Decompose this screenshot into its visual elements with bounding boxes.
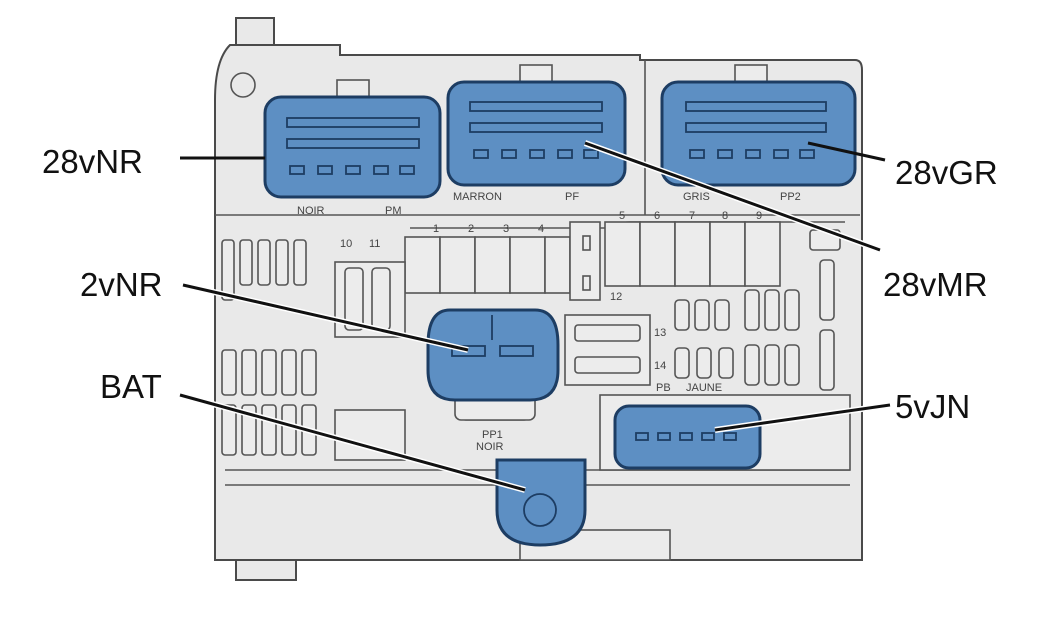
connector-color-label: MARRON — [453, 191, 502, 203]
battery-terminal — [495, 458, 587, 547]
connector-color-label: GRIS — [683, 191, 710, 203]
callout-BAT: BAT — [100, 368, 162, 405]
connector-code-label: PP1 — [482, 429, 503, 441]
callout-2vNR: 2vNR — [80, 266, 163, 303]
connector-code-label: PP2 — [780, 191, 801, 203]
fuse-number: 1 — [433, 223, 439, 235]
callout-5vJN: 5vJN — [895, 388, 970, 425]
connector-pb: PB JAUNE — [613, 382, 762, 470]
connector-pm: NOIR PM — [263, 79, 442, 217]
fuse-number: 2 — [468, 223, 474, 235]
fuse-number: 4 — [538, 223, 544, 235]
callout-28vGR: 28vGR — [895, 154, 998, 191]
fuse-number: 14 — [654, 360, 666, 372]
connector-color-label: NOIR — [297, 205, 325, 217]
connector-pf: MARRON PF — [446, 64, 627, 203]
callout-28vNR: 28vNR — [42, 143, 143, 180]
connector-code-label: PM — [385, 205, 402, 217]
fuse-number: 13 — [654, 327, 666, 339]
connector-code-label: PB — [656, 382, 671, 394]
fuse-number: 5 — [619, 210, 625, 222]
connector-code-label: PF — [565, 191, 579, 203]
fuse-number: 9 — [756, 210, 762, 222]
leader-lines — [179, 140, 891, 493]
connector-pp1: PP1 NOIR — [426, 308, 560, 453]
fuse-number: 12 — [610, 291, 622, 303]
fuse-number: 3 — [503, 223, 509, 235]
fuse-number: 8 — [722, 210, 728, 222]
fuse-number: 6 — [654, 210, 660, 222]
connector-color-label: JAUNE — [686, 382, 722, 394]
fuse-number: 10 — [340, 238, 352, 250]
callout-28vMR: 28vMR — [883, 266, 988, 303]
fuse-numbers: 1 2 3 4 5 6 7 8 9 10 11 12 13 14 — [340, 210, 762, 372]
fuse-number: 11 — [369, 238, 380, 250]
fuse-number: 7 — [689, 210, 695, 222]
connector-pp2: GRIS PP2 — [660, 64, 857, 203]
connector-color-label: NOIR — [476, 441, 504, 453]
